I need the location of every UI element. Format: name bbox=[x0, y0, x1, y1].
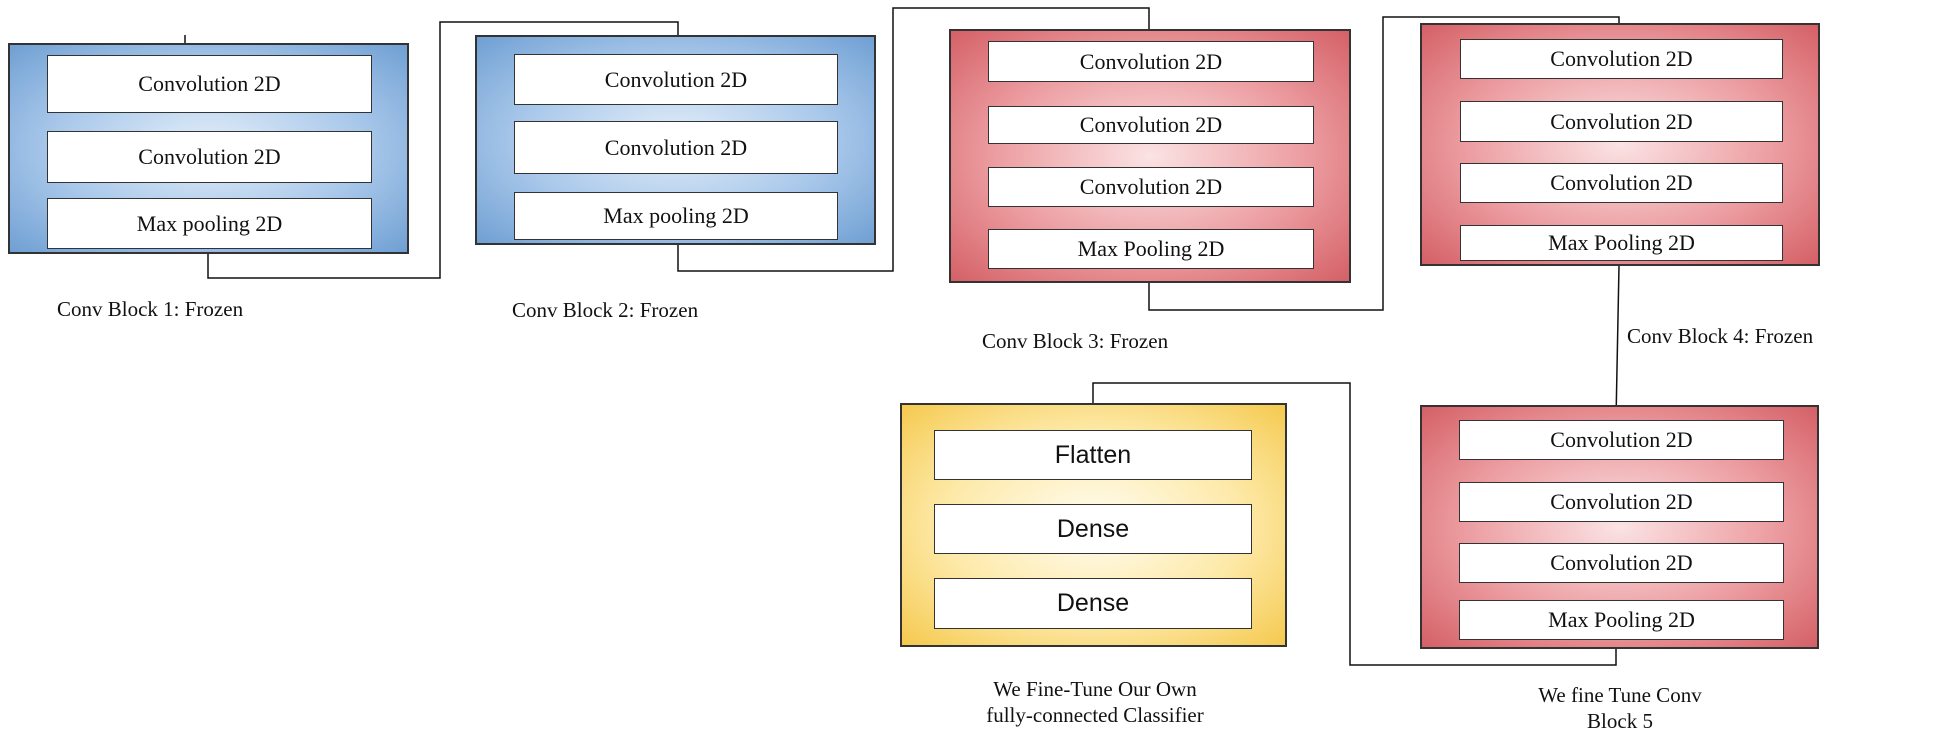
conv-block-3-caption: Conv Block 3: Frozen bbox=[982, 329, 1169, 353]
conv-block-4-layer-1: Convolution 2D bbox=[1460, 39, 1783, 79]
conv-block-5-layer-2: Convolution 2D bbox=[1459, 482, 1784, 522]
conv-block-4-layer-2: Convolution 2D bbox=[1460, 101, 1783, 142]
conv-block-1: Convolution 2D Convolution 2D Max poolin… bbox=[8, 43, 409, 254]
connector-b1-b2 bbox=[207, 21, 682, 279]
conv-block-2: Convolution 2D Convolution 2D Max poolin… bbox=[475, 35, 876, 245]
conv-block-3-layer-2: Convolution 2D bbox=[988, 106, 1314, 144]
conv-block-1-layer-2: Convolution 2D bbox=[47, 131, 372, 183]
conv-block-5: Convolution 2D Convolution 2D Convolutio… bbox=[1420, 405, 1819, 649]
classifier-caption-line-2: fully-connected Classifier bbox=[986, 703, 1204, 727]
conv-block-1-layer-1: Convolution 2D bbox=[47, 55, 372, 113]
conv-block-4: Convolution 2D Convolution 2D Convolutio… bbox=[1420, 23, 1820, 266]
classifier-layer-dense-1: Dense bbox=[934, 504, 1252, 554]
conv-block-5-layer-3: Convolution 2D bbox=[1459, 543, 1784, 583]
conv-block-2-caption: Conv Block 2: Frozen bbox=[512, 298, 699, 322]
classifier-block: Flatten Dense Dense bbox=[900, 403, 1287, 647]
conv-block-4-layer-3: Convolution 2D bbox=[1460, 163, 1783, 203]
conv-block-4-layer-4: Max Pooling 2D bbox=[1460, 225, 1783, 261]
conv-block-3-layer-3: Convolution 2D bbox=[988, 167, 1314, 207]
conv-block-2-layer-1: Convolution 2D bbox=[514, 54, 838, 105]
conv-block-4-caption: Conv Block 4: Frozen bbox=[1627, 324, 1814, 348]
connector-b3-b4 bbox=[1148, 16, 1623, 311]
conv-block-2-layer-2: Convolution 2D bbox=[514, 121, 838, 174]
conv-block-2-layer-3: Max pooling 2D bbox=[514, 192, 838, 240]
classifier-caption: We Fine-Tune Our Own fully-connected Cla… bbox=[915, 676, 1275, 728]
conv-block-3-layer-1: Convolution 2D bbox=[988, 41, 1314, 82]
conv-block-3: Convolution 2D Convolution 2D Convolutio… bbox=[949, 29, 1351, 283]
connector-b4-b5 bbox=[1612, 265, 1621, 421]
conv-block-1-caption: Conv Block 1: Frozen bbox=[57, 297, 244, 321]
conv-block-3-layer-4: Max Pooling 2D bbox=[988, 229, 1314, 269]
classifier-layer-dense-2: Dense bbox=[934, 578, 1252, 629]
conv-block-5-caption: We fine Tune Conv Block 5 bbox=[1480, 682, 1760, 734]
classifier-layer-flatten: Flatten bbox=[934, 430, 1252, 480]
conv-block-5-layer-4: Max Pooling 2D bbox=[1459, 600, 1784, 640]
connector-b5-classifier bbox=[1089, 382, 1617, 666]
connector-b2-b3 bbox=[677, 7, 1153, 272]
classifier-caption-line-1: We Fine-Tune Our Own bbox=[993, 677, 1197, 701]
conv-block-5-caption-line-1: We fine Tune Conv bbox=[1538, 683, 1702, 707]
conv-block-1-layer-3: Max pooling 2D bbox=[47, 198, 372, 249]
conv-block-5-layer-1: Convolution 2D bbox=[1459, 420, 1784, 460]
conv-block-5-caption-line-2: Block 5 bbox=[1587, 709, 1653, 733]
